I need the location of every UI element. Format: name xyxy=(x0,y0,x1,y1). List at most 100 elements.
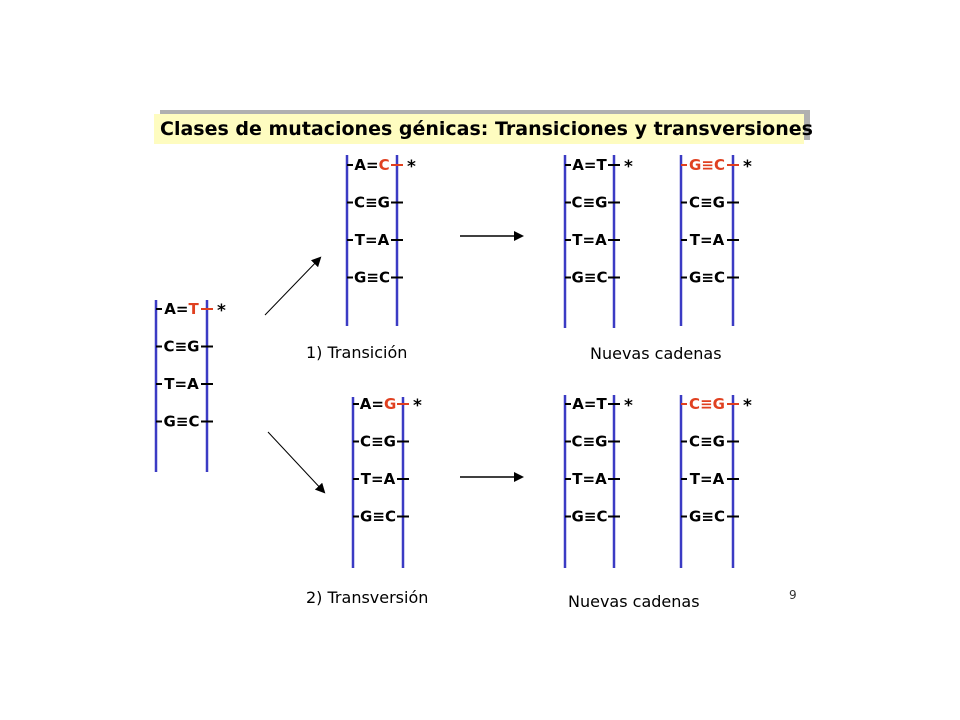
hydrogen-bond: = xyxy=(583,231,596,249)
base-pair: G≡C xyxy=(360,508,396,526)
base-pair: A=G xyxy=(360,395,397,413)
base-pair: T=A xyxy=(572,470,607,488)
hydrogen-bond: = xyxy=(176,300,189,318)
hydrogen-bond: = xyxy=(371,470,384,488)
mutation-marker-star: * xyxy=(743,396,752,416)
base-right: G xyxy=(713,194,725,212)
base-pair: A=T xyxy=(572,156,607,174)
mutation-marker-star: * xyxy=(624,396,633,416)
slide-title: Clases de mutaciones génicas: Transicion… xyxy=(154,114,813,144)
base-pair: A=T xyxy=(164,300,199,318)
mutation-marker-star: * xyxy=(413,396,422,416)
base-left: A xyxy=(360,395,372,413)
hydrogen-bond: ≡ xyxy=(371,433,384,451)
page-number: 9 xyxy=(789,588,797,602)
mutation-marker-star: * xyxy=(217,301,226,321)
base-pair: T=A xyxy=(572,231,607,249)
base-left: G xyxy=(689,508,701,526)
base-pair: G≡C xyxy=(689,156,725,174)
base-pair: G≡C xyxy=(164,413,200,431)
base-pair: C≡G xyxy=(360,433,396,451)
hydrogen-bond: = xyxy=(583,470,596,488)
hydrogen-bond: ≡ xyxy=(700,194,713,212)
hydrogen-bond: ≡ xyxy=(583,433,596,451)
base-right: G xyxy=(713,395,725,413)
base-left: C xyxy=(689,194,700,212)
dna-transversion-new-strand-2: C≡GC≡GT=AG≡C* xyxy=(679,395,752,568)
base-pair: A=T xyxy=(572,395,607,413)
base-right: A xyxy=(595,231,607,249)
base-pair: A=C xyxy=(354,156,389,174)
dna-transversion-mutant: A=GC≡GT=AG≡C* xyxy=(351,395,422,568)
dna-original: A=TC≡GT=AG≡C* xyxy=(154,300,226,472)
base-right: C xyxy=(385,508,396,526)
base-right: A xyxy=(187,375,199,393)
base-left: G xyxy=(572,269,584,287)
base-pair: G≡C xyxy=(572,269,608,287)
hydrogen-bond: ≡ xyxy=(584,508,597,526)
base-right: C xyxy=(596,508,607,526)
base-pair: G≡C xyxy=(689,269,725,287)
base-left: C xyxy=(689,433,700,451)
mutation-marker-star: * xyxy=(743,157,752,177)
base-right: A xyxy=(378,231,390,249)
base-right: C xyxy=(379,156,390,174)
base-left: G xyxy=(354,269,366,287)
hydrogen-bond: = xyxy=(584,156,597,174)
base-right: C xyxy=(714,156,725,174)
mutation-marker-star: * xyxy=(407,157,416,177)
base-pair: T=A xyxy=(690,470,725,488)
base-pair: G≡C xyxy=(354,269,390,287)
base-pair: C≡G xyxy=(689,433,725,451)
base-pair: T=A xyxy=(361,470,396,488)
base-right: A xyxy=(713,231,725,249)
base-right: G xyxy=(187,338,199,356)
base-pair: C≡G xyxy=(689,395,725,413)
mutation-marker-star: * xyxy=(624,157,633,177)
base-right: C xyxy=(714,269,725,287)
hydrogen-bond: = xyxy=(700,231,713,249)
base-left: C xyxy=(572,433,583,451)
base-pair: T=A xyxy=(355,231,390,249)
hydrogen-bond: = xyxy=(366,156,379,174)
base-pair: C≡G xyxy=(572,433,608,451)
base-pair: C≡G xyxy=(572,194,608,212)
base-pair: G≡C xyxy=(689,508,725,526)
base-left: T xyxy=(690,470,701,488)
base-right: G xyxy=(595,433,607,451)
base-left: G xyxy=(689,156,701,174)
base-right: C xyxy=(596,269,607,287)
base-right: G xyxy=(595,194,607,212)
base-right: G xyxy=(713,433,725,451)
base-right: G xyxy=(378,194,390,212)
dna-transversion-new-strand-1: A=TC≡GT=AG≡C* xyxy=(563,395,633,568)
base-left: T xyxy=(690,231,701,249)
dna-transition-mutant: A=CC≡GT=AG≡C* xyxy=(345,155,416,326)
hydrogen-bond: ≡ xyxy=(701,156,714,174)
base-right: C xyxy=(188,413,199,431)
base-left: A xyxy=(572,395,584,413)
caption-transition: 1) Transición xyxy=(306,343,407,362)
base-left: C xyxy=(164,338,175,356)
hydrogen-bond: ≡ xyxy=(583,194,596,212)
base-pair: C≡G xyxy=(354,194,390,212)
dna-transition-new-strand-2: G≡CC≡GT=AG≡C* xyxy=(679,155,752,326)
base-right: C xyxy=(379,269,390,287)
hydrogen-bond: ≡ xyxy=(701,269,714,287)
base-left: C xyxy=(689,395,700,413)
hydrogen-bond: ≡ xyxy=(701,508,714,526)
hydrogen-bond: ≡ xyxy=(700,433,713,451)
hydrogen-bond: ≡ xyxy=(584,269,597,287)
base-pair: C≡G xyxy=(689,194,725,212)
base-left: G xyxy=(360,508,372,526)
base-pair: G≡C xyxy=(572,508,608,526)
base-right: A xyxy=(595,470,607,488)
base-left: T xyxy=(572,231,583,249)
base-left: G xyxy=(572,508,584,526)
hydrogen-bond: ≡ xyxy=(372,508,385,526)
base-left: C xyxy=(572,194,583,212)
base-left: G xyxy=(689,269,701,287)
base-pair: T=A xyxy=(690,231,725,249)
base-left: T xyxy=(361,470,372,488)
